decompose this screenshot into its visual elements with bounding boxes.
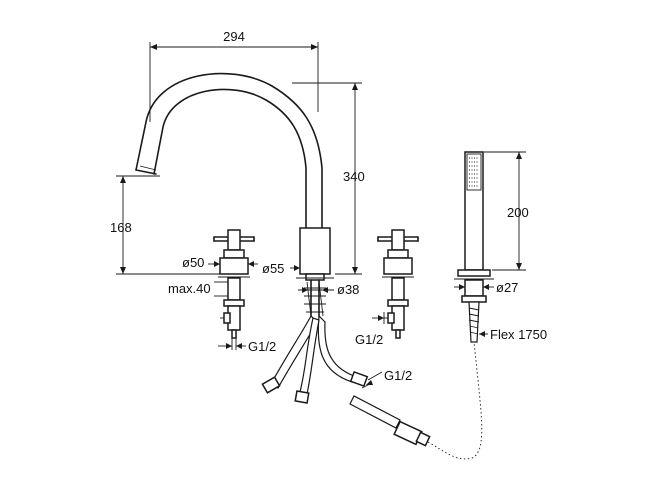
dim-flex-hose-label: Flex 1750 (490, 327, 547, 342)
dim-left-connection: G1/2 (218, 338, 276, 354)
supply-hoses (261, 314, 369, 404)
dim-handle-base: ø50 (182, 255, 258, 270)
dim-outlet-height: 168 (110, 175, 232, 275)
hand-shower (454, 151, 494, 343)
dim-handshower-height-label: 200 (507, 205, 529, 220)
dim-deck-thickness: max.40 (168, 281, 228, 297)
spout (135, 72, 323, 231)
dim-handle-base-label: ø50 (182, 255, 204, 270)
shower-nozzle-pattern (469, 157, 479, 187)
dim-right-connection-label: G1/2 (355, 332, 383, 347)
dim-mount-hole: ø38 (298, 282, 359, 297)
dim-hose-connection-label: G1/2 (384, 368, 412, 383)
dim-outlet-height-label: 168 (110, 220, 132, 235)
dim-handshower-base-label: ø27 (496, 280, 518, 295)
dim-handshower-base: ø27 (454, 280, 518, 295)
dim-left-connection-label: G1/2 (248, 339, 276, 354)
dim-mount-hole-label: ø38 (337, 282, 359, 297)
right-valve (377, 229, 419, 339)
dim-body-diameter: ø55 (262, 261, 300, 276)
dim-handshower-height: 200 (484, 151, 529, 271)
dim-hose-connection: G1/2 (361, 368, 412, 389)
shower-hose-assembly (349, 341, 483, 460)
dim-deck-thickness-label: max.40 (168, 281, 211, 296)
left-valve (213, 229, 255, 339)
dim-right-connection: G1/2 (355, 312, 385, 347)
spout-body (296, 227, 334, 317)
dim-height-label: 340 (343, 169, 365, 184)
dim-body-diameter-label: ø55 (262, 261, 284, 276)
dim-reach-label: 294 (223, 29, 245, 44)
dim-reach: 294 (149, 29, 319, 122)
dim-height: 340 (292, 82, 365, 275)
dim-flex-hose: Flex 1750 (479, 327, 547, 342)
